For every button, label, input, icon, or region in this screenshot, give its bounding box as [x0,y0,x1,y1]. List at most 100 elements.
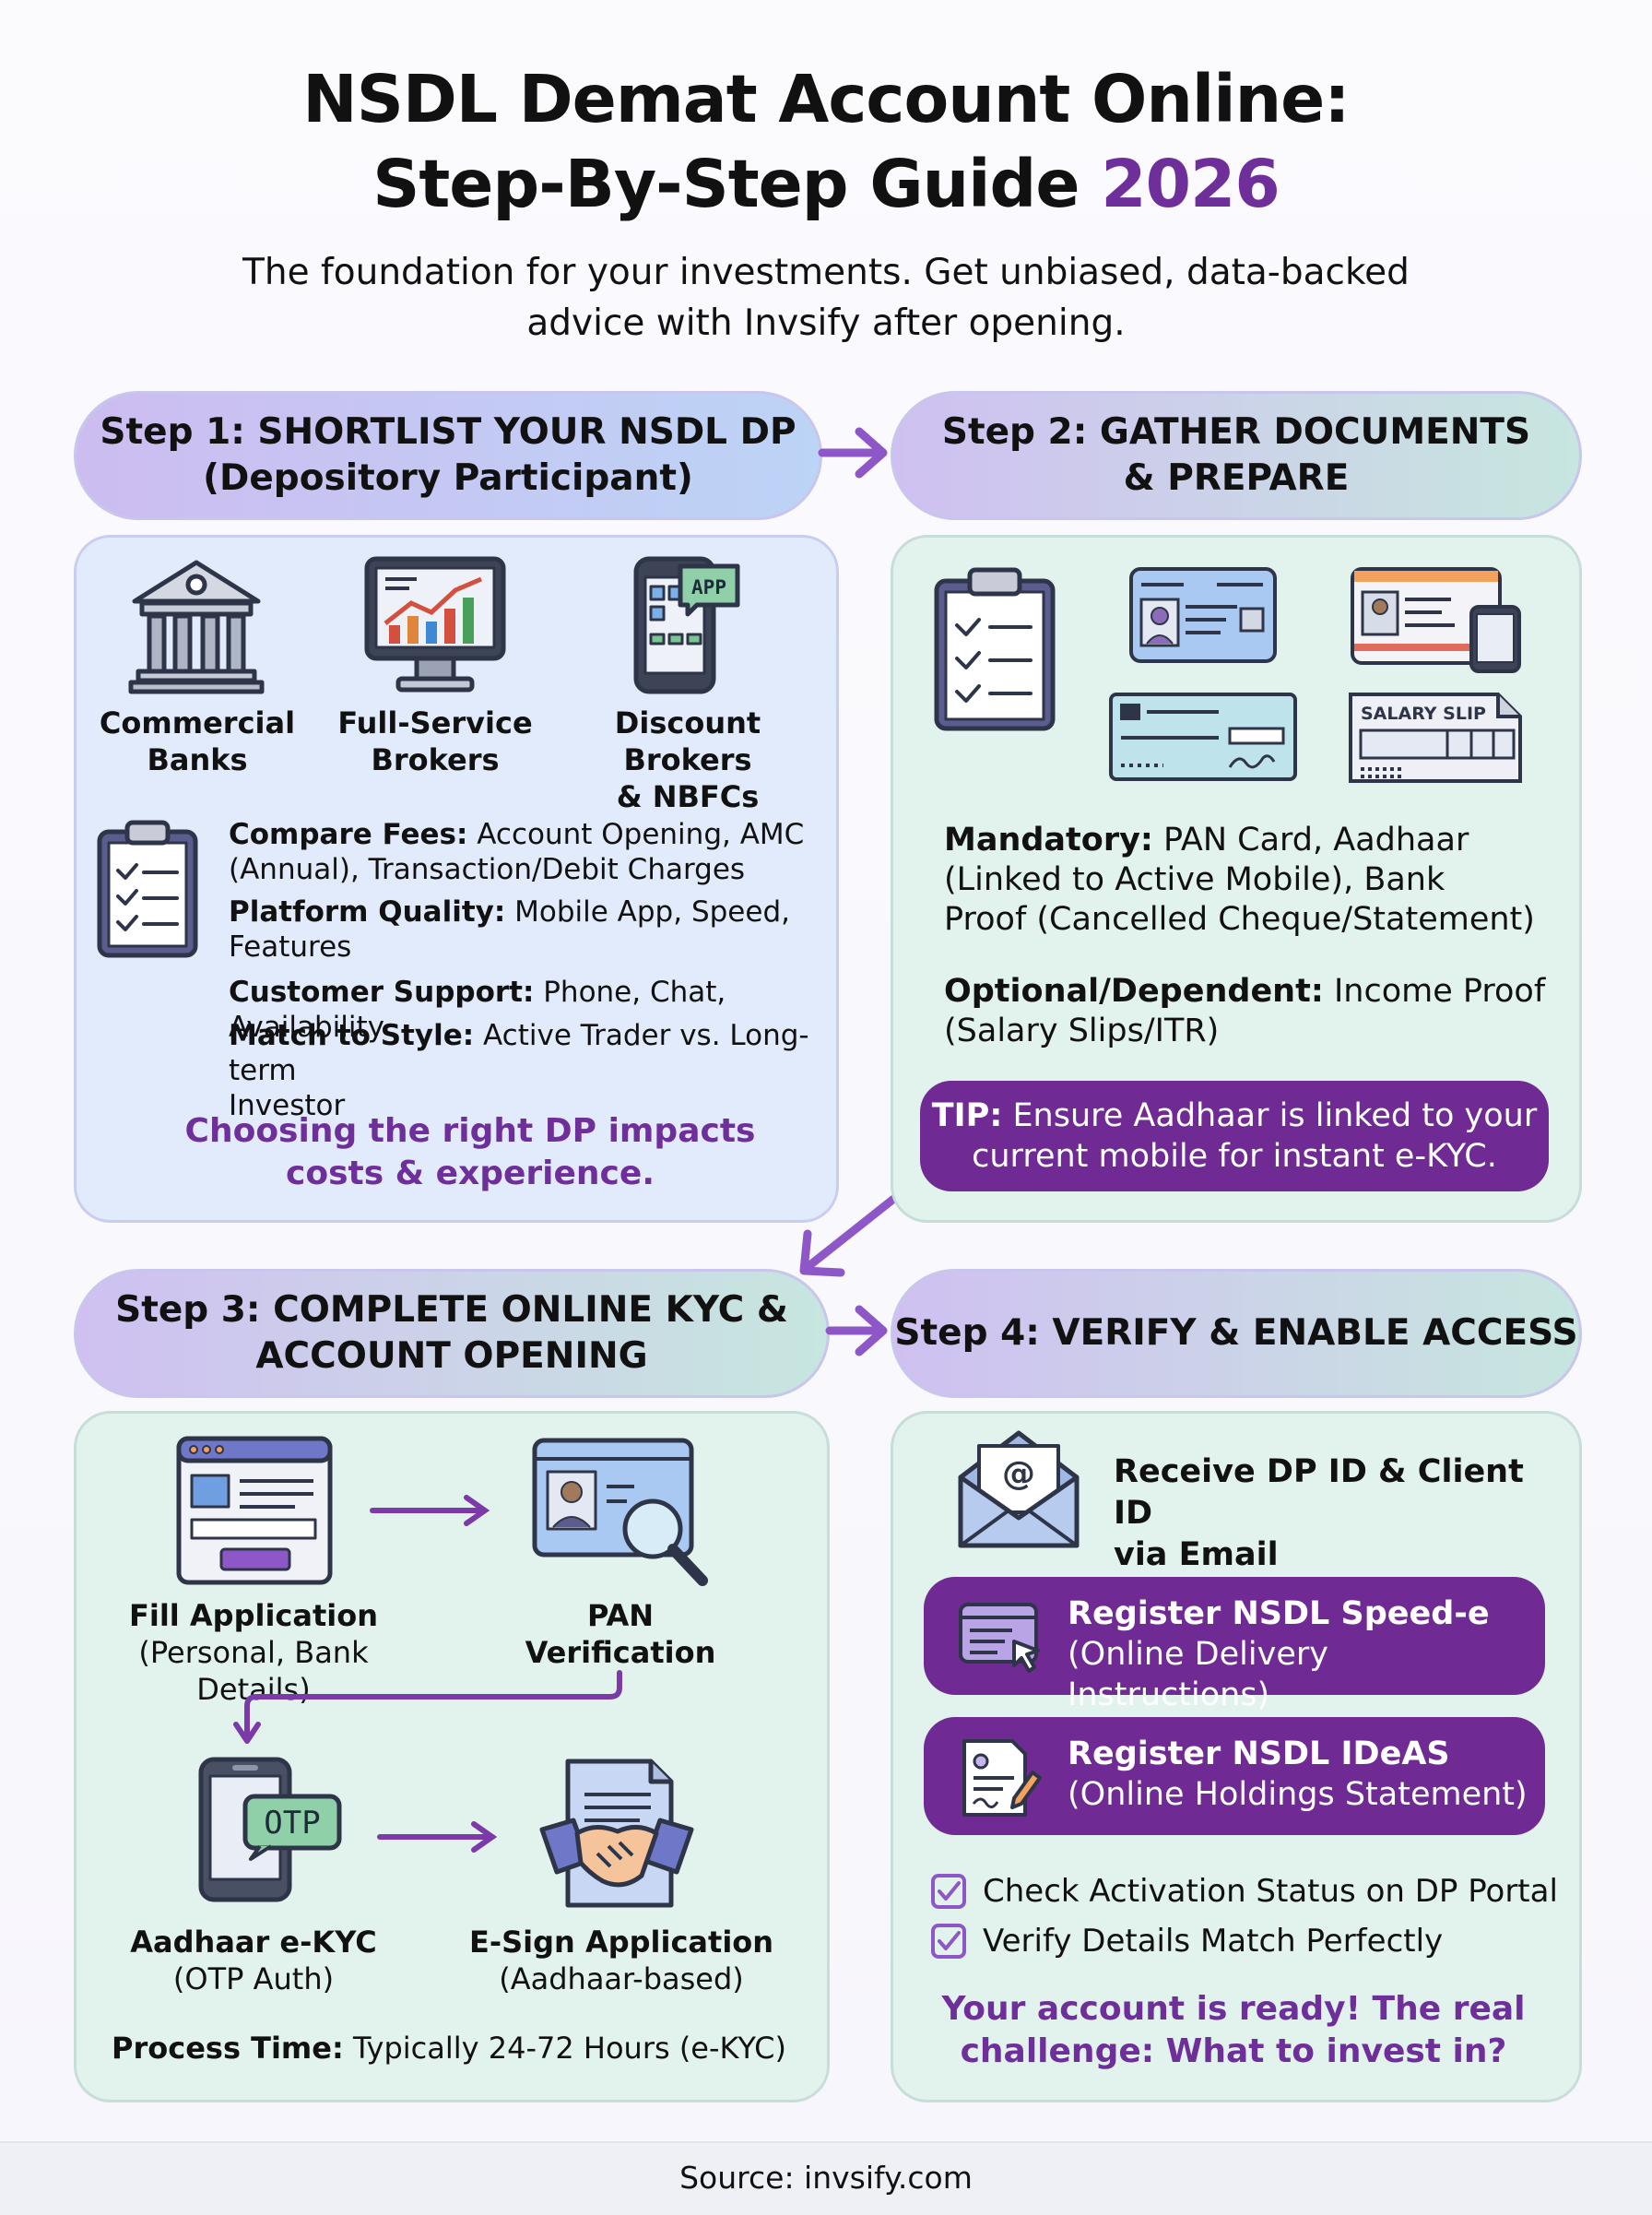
monitor-chart-icon [364,556,506,693]
process-time-text: Typically 24-72 Hours (e-KYC) [343,2031,786,2066]
criterion-text: Phone, Chat, Availability [229,976,726,1044]
checklist-clipboard-icon [934,567,1056,731]
step4-final-note: Your account is ready! The real challeng… [891,1988,1576,2073]
mandatory-label: Mandatory: [944,822,1153,859]
criterion-label: Compare Fees: [229,818,468,851]
tip-label: TIP: [931,1097,1003,1134]
check-activation-item: Check Activation Status on DP Portal [983,1873,1558,1910]
step2-title-line-2: & PREPARE [1123,457,1350,499]
optional-documents: Optional/Dependent: Income Proof (Salary… [944,972,1562,1051]
page-subtitle: The foundation for your investments. Get… [148,247,1504,349]
app-badge-text: APP [691,576,726,598]
title-line-1: NSDL Demat Account Online: [302,61,1350,137]
criterion-text: Account Opening, AMC [467,818,805,851]
kyc-item-sub: Verification [525,1635,716,1670]
kyc-item-fill-application: Fill Application (Personal, Bank Details… [83,1597,424,1708]
flow-arrow-2-icon [377,1821,498,1853]
title-year: 2026 [1101,146,1280,222]
kyc-item-aadhaar-ekyc: Aadhaar e-KYC (OTP Auth) [111,1924,396,1997]
step1-title-line-1: Step 1: SHORTLIST YOUR NSDL DP [100,411,796,453]
kyc-item-title: Aadhaar e-KYC [130,1925,377,1960]
kyc-item-esign: E-Sign Application (Aadhaar-based) [461,1924,782,1997]
final-note-line-2: challenge: What to invest in? [960,2032,1507,2070]
criterion-cont: Investor [229,1089,346,1122]
dp-type-label-line1: Discount Brokers [614,705,761,777]
step1-header: Step 1: SHORTLIST YOUR NSDL DP(Depositor… [74,391,822,520]
ideas-label: Register NSDL IDeAS (Online Holdings Sta… [1068,1734,1538,1815]
email-receive-line-2: via Email [1114,1536,1279,1573]
kyc-item-title: Fill Application [128,1598,378,1633]
step3-header: Step 3: COMPLETE ONLINE KYC &ACCOUNT OPE… [74,1269,830,1398]
cancelled-cheque-icon [1109,693,1297,781]
clipboard-checklist-icon [97,820,198,958]
arrow-step3-to-step4-icon [825,1305,888,1356]
email-receive-text: Receive DP ID & Client ID via Email [1114,1451,1565,1576]
final-note-line-1: Your account is ready! The real [941,1990,1526,2028]
source-link[interactable]: Source: invsify.com [679,2160,973,2196]
kyc-item-sub: (Personal, Bank Details) [138,1635,369,1707]
arrow-step2-to-step3-icon [799,1192,901,1277]
mandatory-text-1: PAN Card, Aadhaar [1152,822,1469,859]
step1-note: Choosing the right DP impacts costs & ex… [101,1110,839,1195]
kyc-item-pan-verification: PAN Verification [479,1597,761,1671]
subtitle-line-1: The foundation for your investments. Get… [242,252,1410,293]
aadhaar-card-icon [1351,567,1521,673]
application-form-icon [176,1436,333,1585]
optional-label: Optional/Dependent: [944,973,1324,1010]
step3-title-line-1: Step 3: COMPLETE ONLINE KYC & [115,1289,788,1331]
step3-title-line-2: ACCOUNT OPENING [255,1335,648,1377]
dp-type-label-line2: Brokers [371,742,500,777]
optional-text-2: (Salary Slips/ITR) [944,1013,1220,1049]
kyc-item-sub: (OTP Auth) [172,1961,335,1996]
pan-card-icon [1129,567,1277,663]
criterion-text: Active Trader vs. Long-term [229,1019,809,1087]
dp-type-discount-brokers: Discount Brokers& NBFCs [549,705,826,815]
flow-arrow-down-icon [233,1670,622,1744]
checkbox-checked-icon [931,1924,966,1959]
bank-icon [128,560,265,694]
footer: Source: invsify.com [0,2141,1652,2215]
criterion-compare-fees: Compare Fees: Account Opening, AMC (Annu… [229,817,837,887]
criterion-label: Match to Style: [229,1019,475,1052]
tip-box: TIP: Ensure Aadhaar is linked to your cu… [920,1081,1549,1191]
arrow-step1-to-step2-icon [818,427,888,479]
document-pen-icon [962,1739,1042,1817]
esign-handshake-icon [539,1759,694,1908]
criterion-platform-quality: Platform Quality: Mobile App, Speed, Fea… [229,894,837,965]
speed-e-label: Register NSDL Speed-e (Online Delivery I… [1068,1593,1538,1715]
at-symbol-icon: @ [1002,1455,1035,1493]
checkbox-checked-icon [931,1874,966,1909]
criterion-cont: Features [229,930,352,964]
kyc-item-sub: (Aadhaar-based) [499,1961,744,1996]
register-speed-e-button[interactable]: Register NSDL Speed-e (Online Delivery I… [924,1577,1545,1713]
subtitle-line-2: advice with Invsify after opening. [526,302,1126,344]
ideas-subtitle: (Online Holdings Statement) [1068,1776,1528,1813]
optional-text-1: Income Proof [1323,973,1546,1010]
mandatory-text-3: Proof (Cancelled Cheque/Statement) [944,901,1535,938]
criterion-text: Mobile App, Speed, [505,895,790,929]
speed-e-title: Register NSDL Speed-e [1068,1595,1490,1632]
step1-title-line-2: (Depository Participant) [203,457,693,499]
criterion-customer-support: Customer Support: Phone, Chat, Availabil… [229,975,837,1045]
dp-type-label-line1: Full-Service [337,705,533,740]
process-time-label: Process Time: [112,2031,344,2066]
otp-badge-text: OTP [264,1805,320,1842]
kyc-item-title: PAN [586,1598,655,1633]
step4-header: Step 4: VERIFY & ENABLE ACCESS [891,1269,1582,1398]
mandatory-documents: Mandatory: PAN Card, Aadhaar (Linked to … [944,821,1562,940]
step2-title-line-1: Step 2: GATHER DOCUMENTS [941,411,1531,453]
title-line-2: Step-By-Step Guide 2026 [0,142,1652,227]
register-ideas-button[interactable]: Register NSDL IDeAS (Online Holdings Sta… [924,1717,1545,1835]
dp-type-label-line1: Commercial [99,705,296,740]
criterion-label: Platform Quality: [229,895,506,929]
speed-e-subtitle: (Online Delivery Instructions) [1068,1636,1328,1713]
mobile-app-icon: APP [633,556,740,694]
email-receive-line-1: Receive DP ID & Client ID [1114,1453,1524,1532]
kyc-item-title: E-Sign Application [468,1925,774,1960]
process-time: Process Time: Typically 24-72 Hours (e-K… [74,2031,824,2066]
criterion-cont: (Annual), Transaction/Debit Charges [229,853,746,886]
tip-text-1: Ensure Aadhaar is linked to your [1002,1097,1538,1134]
